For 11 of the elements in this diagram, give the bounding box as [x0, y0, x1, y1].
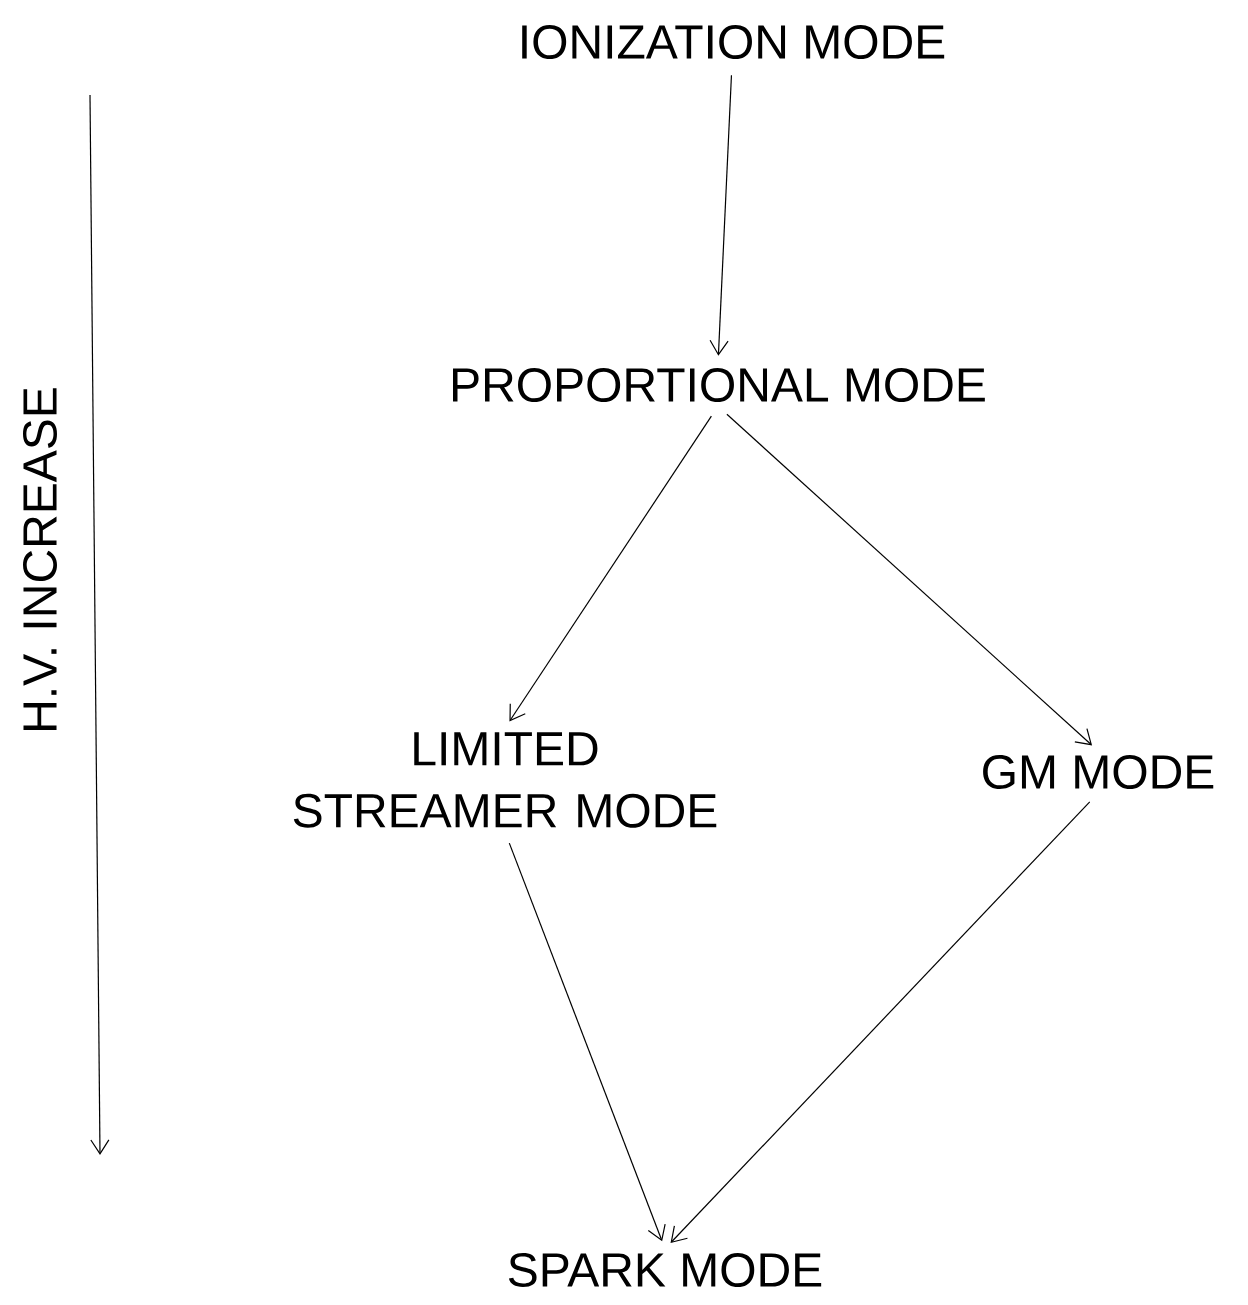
mode-label: PROPORTIONAL MODE [453, 368, 985, 402]
mode-label: SPARK MODE [508, 1253, 822, 1287]
arrow [726, 413, 1093, 746]
arrow [509, 415, 712, 722]
arrow [670, 801, 1091, 1244]
mode-label: LIMITED STREAMER MODE [293, 732, 717, 828]
arrow [508, 842, 666, 1242]
mode-label: IONIZATION MODE [522, 25, 945, 59]
arrow [709, 74, 733, 356]
axis-label: H.V. INCREASE [23, 388, 57, 730]
mode-label: GM MODE [983, 755, 1214, 789]
